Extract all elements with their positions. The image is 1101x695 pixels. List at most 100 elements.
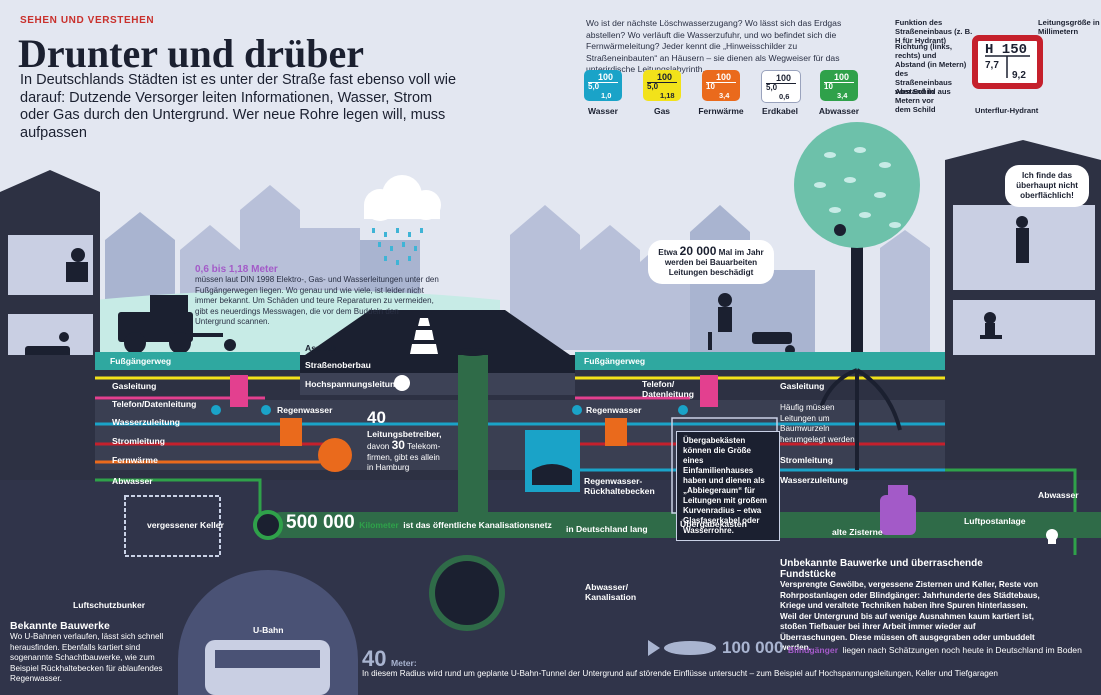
layer-walkway-right: Fußgängerweg — [584, 356, 646, 366]
layer-asphalt: Asphalt — [305, 343, 337, 353]
damage-pre: Etwa — [658, 248, 678, 257]
meter-boxes — [211, 375, 718, 472]
bunker-label: Luftschutzbunker — [73, 600, 146, 610]
operators-sub-text: Telekom-firmen, gibt es allein in Hambur… — [367, 442, 441, 472]
sign-rule — [706, 82, 736, 83]
sign-left: 10 — [824, 82, 833, 91]
sign-left: 10 — [706, 82, 715, 91]
radius-head: 40 Meter: — [362, 646, 417, 672]
sign-top: 100 — [716, 72, 732, 82]
layer-power-left: Stromleitung — [112, 436, 165, 446]
operators-sub-pre: davon — [367, 442, 390, 451]
known-title: Bekannte Bauwerke — [10, 620, 110, 632]
hydrant-caption: Unterflur-Hydrant — [975, 106, 1039, 115]
bombs-line: 100 000 Blindgänger liegen nach Schätzun… — [722, 638, 1082, 658]
sign-rule — [588, 82, 618, 83]
scan-vehicle — [118, 295, 236, 354]
radius-text: In diesem Radius wird rund um geplante U… — [362, 669, 998, 678]
kicker: SEHEN UND VERSTEHEN — [20, 15, 155, 26]
sign-bottom: 3,4 — [719, 91, 730, 100]
network-line: 500 000 Kilometer ist das öffentliche Ka… — [286, 512, 552, 534]
cellar-label: vergessener Keller — [147, 520, 224, 530]
rainwater-basin — [525, 430, 580, 492]
layer-walkway-left: Fußgängerweg — [110, 356, 172, 366]
cellar-frame — [124, 495, 221, 557]
road-base — [300, 373, 575, 395]
sign-label-abwasser: Abwasser — [818, 106, 860, 116]
sign-bottom: 1,0 — [601, 91, 612, 100]
layer-water-right: Wasserzuleitung — [780, 475, 848, 485]
rainwater-left: Regenwasser — [277, 405, 333, 415]
scan-text: müssen laut DIN 1998 Elektro-, Gas- und … — [195, 275, 439, 326]
walkway-right — [575, 352, 945, 370]
sign-label-erdkabel: Erdkabel — [762, 106, 798, 116]
bomb — [648, 640, 716, 656]
hydrant-sign — [972, 35, 1043, 89]
unknown-text: Versprengte Gewölbe, vergessene Zisterne… — [780, 580, 1040, 652]
damage-text: Mal im Jahr werden bei Bauarbeiten Leitu… — [664, 248, 764, 277]
operators-label: Leitungsbetreiber, — [367, 429, 442, 439]
sign-top: 100 — [598, 72, 614, 82]
damage-number: 20 000 — [679, 244, 717, 258]
roots-note: Häufig müssen Leitungen um Baumwurzeln h… — [780, 403, 855, 444]
unknown-structures: Unbekannte Bauwerke und überraschende Fu… — [780, 558, 1040, 654]
rainwater-right: Regenwasser — [586, 405, 642, 415]
layer-water-left: Wasserzuleitung — [112, 417, 180, 427]
sign-rule — [824, 82, 854, 83]
hydrant-note-direction: Richtung (links, rechts) und Abstand (in… — [895, 42, 967, 96]
layer-heat-left: Fernwärme — [112, 455, 158, 465]
hydrant-note-size: Leitungsgröße in Millimetern — [1038, 18, 1100, 36]
pneumatic-label: Luftpostanlage — [964, 516, 1026, 526]
hydrant-note-function: Funktion des Straßeneinbaus (z. B. H für… — [895, 18, 973, 45]
sign-bottom: 1,18 — [660, 91, 675, 100]
layer-road-base: Straßenoberbau — [305, 360, 371, 370]
rain-cloud — [364, 175, 441, 265]
unknown-title: Unbekannte Bauwerke und überraschende Fu… — [780, 558, 983, 580]
sign-rule — [647, 82, 677, 83]
bombs-unit: Blindgänger — [787, 645, 839, 655]
operators-sub-number: 30 — [391, 438, 405, 452]
sign-top: 100 — [657, 72, 673, 82]
walkway-left — [95, 352, 300, 370]
scan-depth: 0,6 bis 1,18 Meter — [195, 264, 278, 275]
network-unit: Kilometer — [359, 520, 399, 530]
sign-top: 100 — [776, 73, 792, 83]
sign-rule — [766, 83, 796, 84]
radius-number: 40 — [362, 646, 387, 671]
hydrant-main: H 150 — [985, 42, 1028, 58]
hydrant-bottom: 9,2 — [1012, 70, 1026, 81]
sign-label-wasser: Wasser — [588, 106, 618, 116]
ubahn-label: U-Bahn — [253, 625, 284, 635]
speech-bubble: Ich finde das überhaupt nicht oberflächl… — [1005, 165, 1089, 207]
sign-bottom: 0,6 — [779, 92, 790, 101]
hydrant-left: 7,7 — [985, 60, 999, 71]
sign-left: 5,0 — [766, 83, 778, 92]
hydrant-note-distance: Abstand in Metern vor dem Schild — [895, 87, 936, 114]
sign-top: 100 — [834, 72, 850, 82]
layer-power-right: Stromleitung — [780, 455, 833, 465]
road-surface — [300, 355, 575, 373]
layer-phone-left: Telefon/Datenleitung — [112, 399, 197, 409]
sewer-label: Abwasser/ Kanalisation — [585, 582, 637, 602]
layer-sewage-right: Abwasser — [1038, 490, 1079, 500]
skull — [1046, 529, 1058, 544]
soil-band — [95, 400, 945, 470]
layer-sewage-left: Abwasser — [112, 476, 153, 486]
tree — [794, 122, 920, 370]
damage-bubble: Etwa 20 000 Mal im Jahr werden bei Bauar… — [648, 240, 774, 284]
network-number: 500 000 — [286, 512, 355, 533]
operators-number: 40 — [367, 408, 386, 427]
bombs-number: 100 000 — [722, 638, 784, 657]
transfer-box-label: Übergabekasten — [680, 519, 747, 529]
network-text: ist das öffentliche Kanalisationsnetz — [403, 520, 552, 530]
known-structures: Bekannte Bauwerke Wo U-Bahnen verlaufen,… — [10, 620, 170, 685]
operators-sub: davon 30 Telekom-firmen, gibt es allein … — [367, 438, 447, 474]
layer-high-voltage: Hochspannungsleitung — [305, 379, 401, 389]
cistern-label: alte Zisterne — [832, 527, 883, 537]
sign-label-gas: Gas — [653, 106, 671, 116]
